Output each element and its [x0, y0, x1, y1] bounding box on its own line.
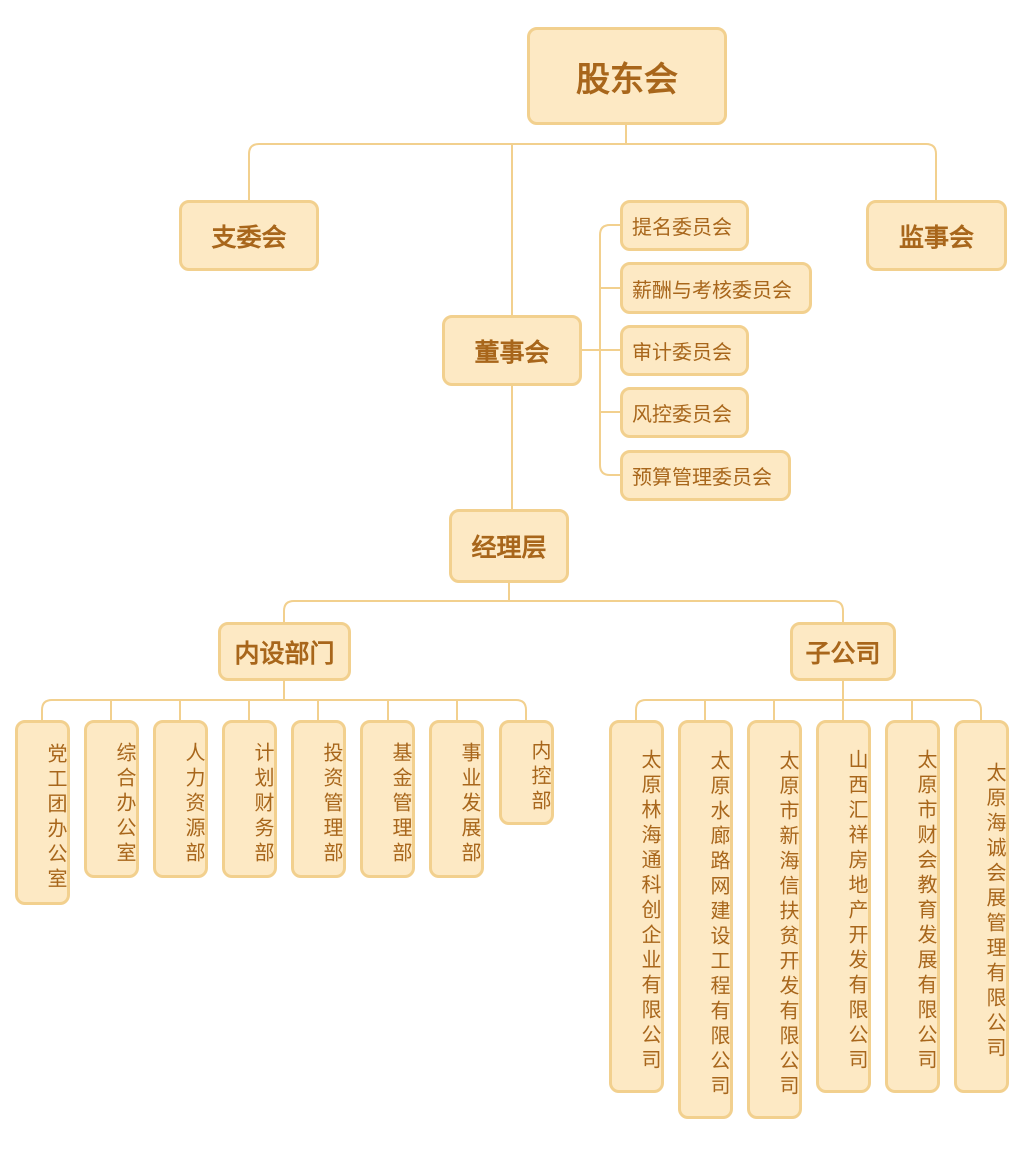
internal-departments-node: 内设部门	[218, 622, 351, 681]
department-node: 综合办公室	[84, 720, 139, 878]
subsidiary-node: 太原水廊路网建设工程有限公司	[678, 720, 733, 1119]
risk-control-committee-node: 风控委员会	[620, 387, 749, 438]
compensation-committee-node: 薪酬与考核委员会	[620, 262, 812, 314]
party-committee-node: 支委会	[179, 200, 319, 271]
subsidiary-node: 太原市新海信扶贫开发有限公司	[747, 720, 802, 1119]
department-node: 事业发展部	[429, 720, 484, 878]
budget-committee-node: 预算管理委员会	[620, 450, 791, 501]
department-node: 内控部	[499, 720, 554, 825]
department-node: 投资管理部	[291, 720, 346, 878]
subsidiary-node: 太原林海通科创企业有限公司	[609, 720, 664, 1093]
audit-committee-node: 审计委员会	[620, 325, 749, 376]
shareholders-node: 股东会	[527, 27, 727, 125]
subsidiaries-node: 子公司	[790, 622, 896, 681]
management-node: 经理层	[449, 509, 569, 583]
subsidiary-node: 太原市财会教育发展有限公司	[885, 720, 940, 1093]
subsidiary-node: 太原海诚会展管理有限公司	[954, 720, 1009, 1093]
board-of-directors-node: 董事会	[442, 315, 582, 386]
department-node: 基金管理部	[360, 720, 415, 878]
department-node: 计划财务部	[222, 720, 277, 878]
department-node: 人力资源部	[153, 720, 208, 878]
department-node: 党工团办公室	[15, 720, 70, 905]
nomination-committee-node: 提名委员会	[620, 200, 749, 251]
subsidiary-node: 山西汇祥房地产开发有限公司	[816, 720, 871, 1093]
supervisory-board-node: 监事会	[866, 200, 1007, 271]
